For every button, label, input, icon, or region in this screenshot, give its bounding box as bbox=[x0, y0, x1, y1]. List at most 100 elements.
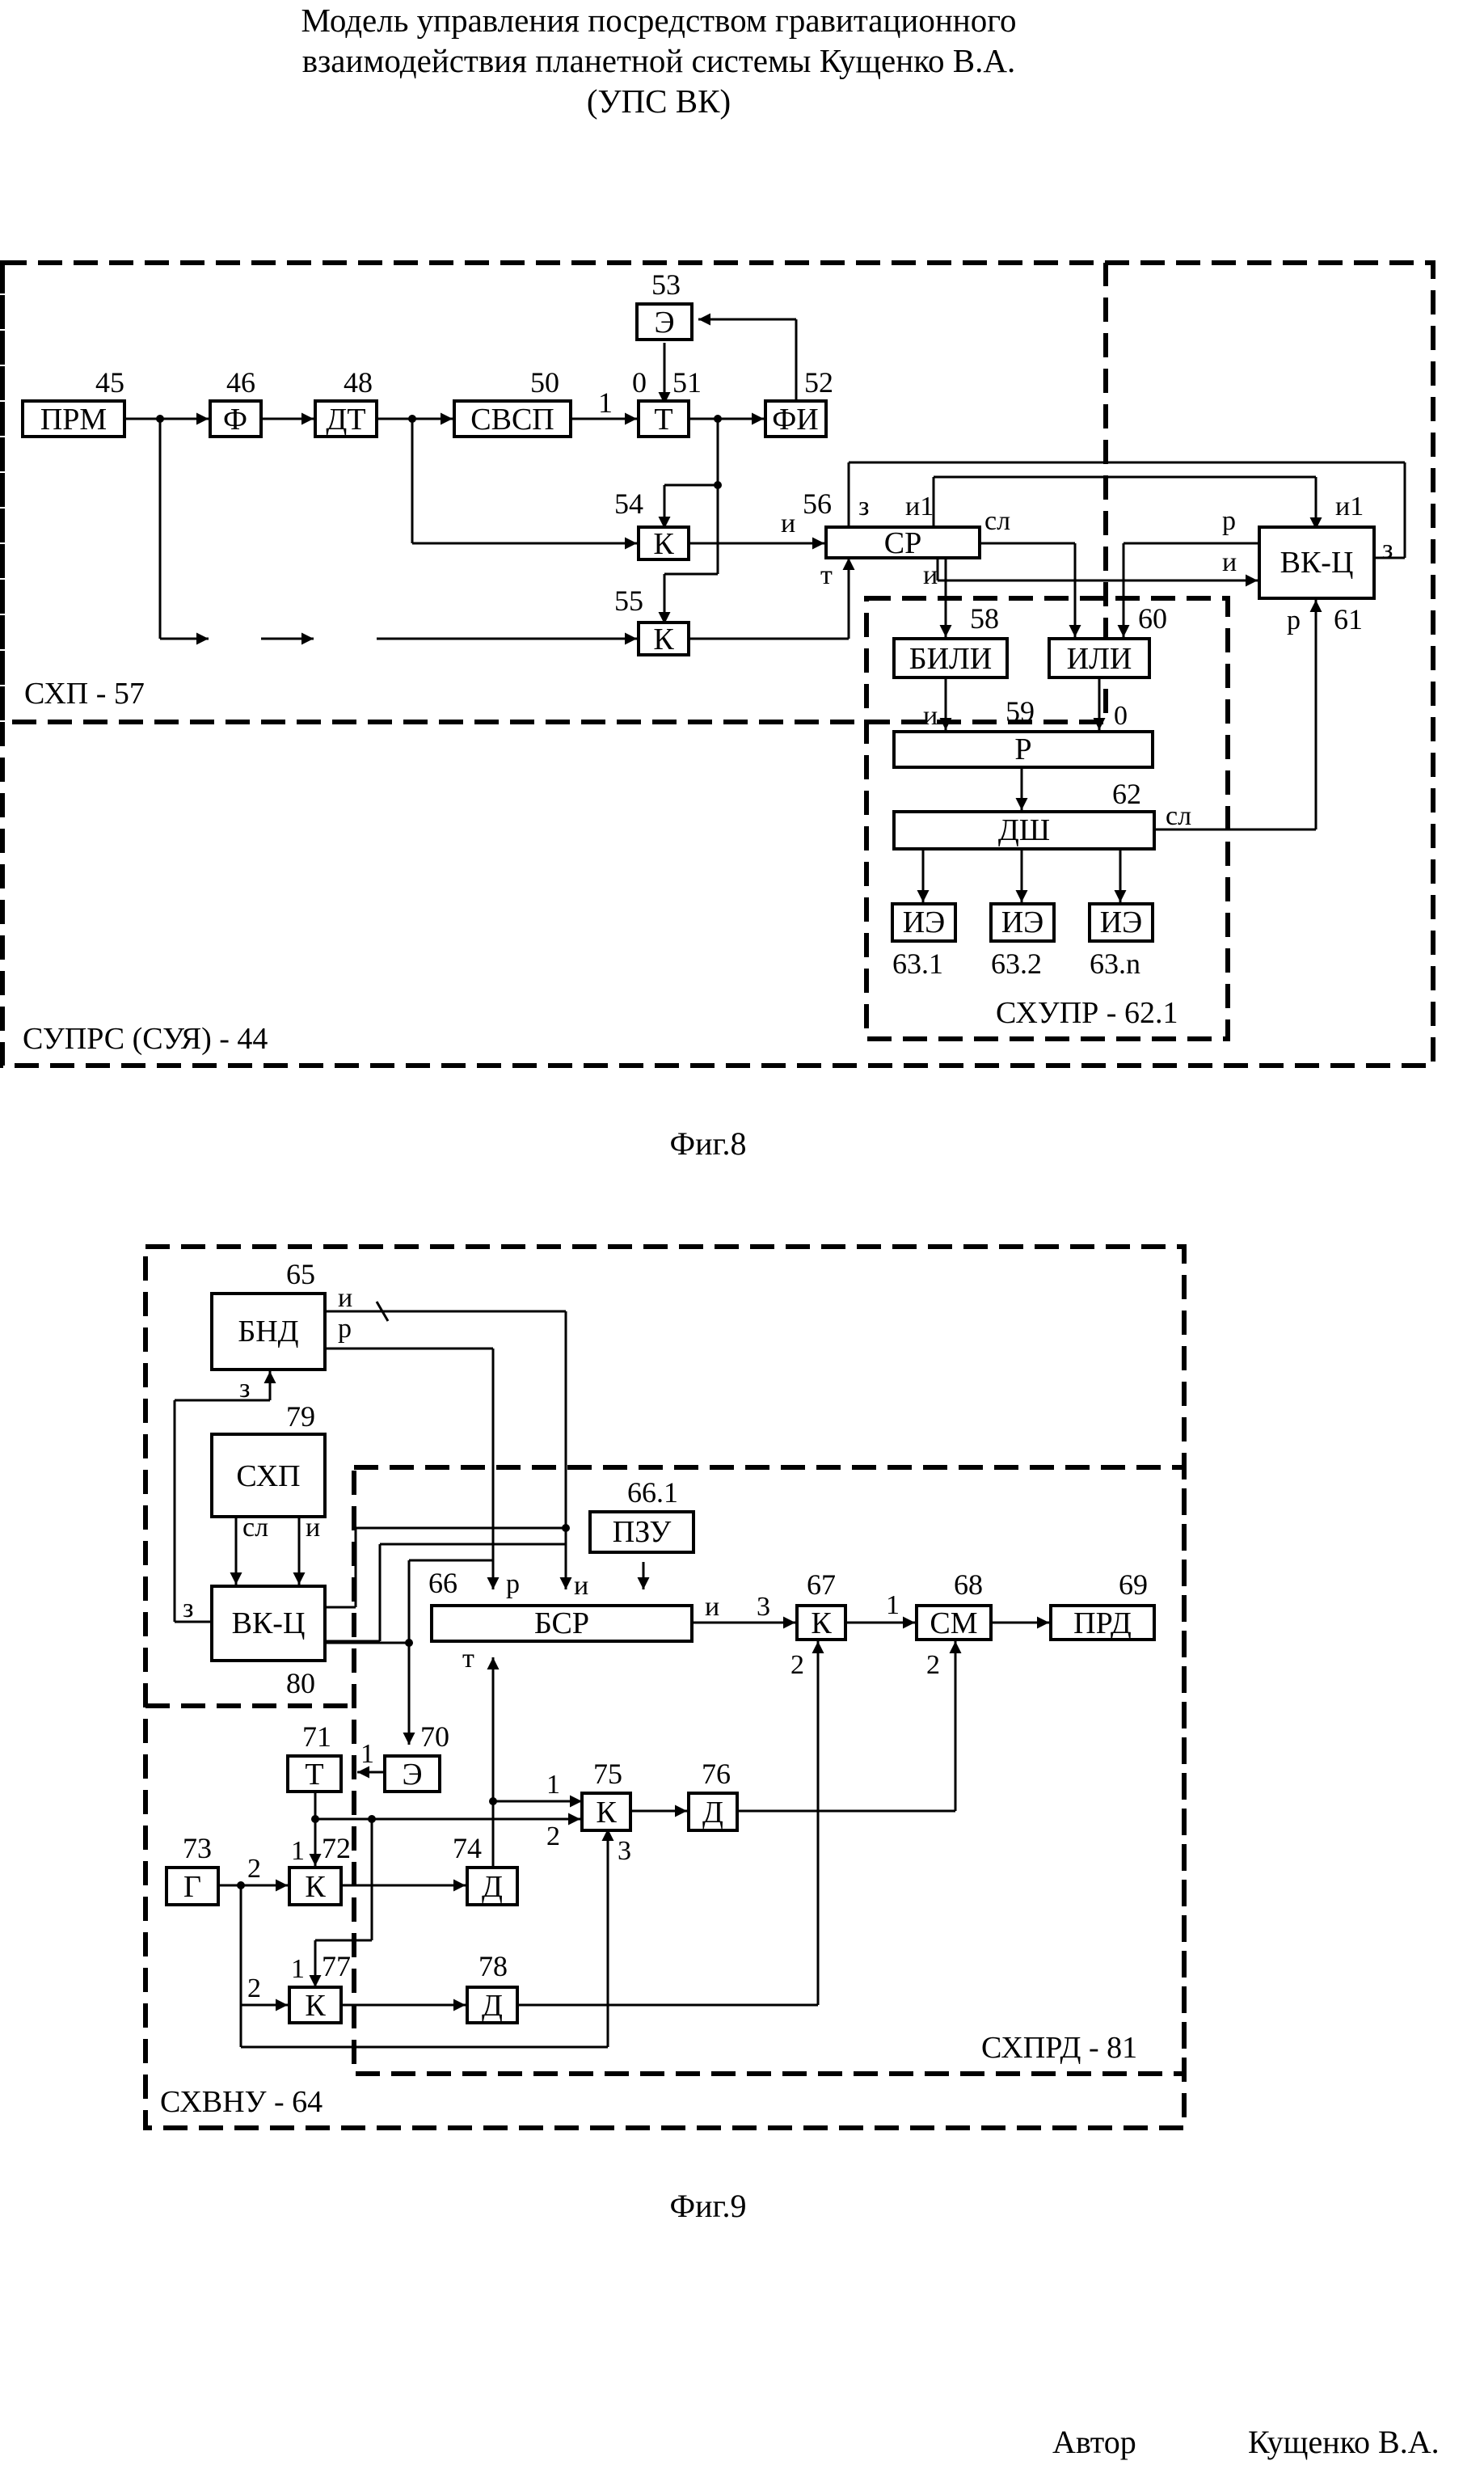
title-line-1: Модель управления посредством гравитацио… bbox=[301, 2, 1017, 39]
block-d-74: Д74 bbox=[453, 1832, 519, 1906]
svg-text:79: 79 bbox=[286, 1400, 315, 1433]
svg-text:ВК-Ц: ВК-Ц bbox=[232, 1606, 306, 1640]
svg-text:50: 50 bbox=[530, 366, 559, 399]
svg-text:1: 1 bbox=[360, 1739, 374, 1769]
svg-text:р: р bbox=[1222, 506, 1236, 536]
svg-text:63.2: 63.2 bbox=[991, 948, 1042, 980]
svg-text:67: 67 bbox=[807, 1568, 836, 1601]
block-ie-63-n: ИЭ 63.n bbox=[1088, 902, 1154, 980]
svg-text:2: 2 bbox=[247, 1854, 261, 1884]
svg-text:56: 56 bbox=[803, 488, 832, 520]
svg-text:К: К bbox=[305, 1870, 326, 1904]
svg-text:2: 2 bbox=[546, 1821, 560, 1851]
block-r-59: Р 59 и 0 bbox=[892, 695, 1154, 769]
frame-supps-44 bbox=[0, 260, 1436, 1068]
svg-text:К: К bbox=[596, 1796, 617, 1830]
svg-text:70: 70 bbox=[420, 1720, 449, 1753]
svg-text:0: 0 bbox=[1114, 701, 1128, 731]
block-k-54: К54 bbox=[614, 488, 690, 561]
svg-text:3: 3 bbox=[757, 1592, 770, 1622]
svg-text:ПЗУ: ПЗУ bbox=[613, 1515, 672, 1549]
block-d-76: Д 76 bbox=[687, 1758, 739, 1832]
svg-text:66: 66 bbox=[428, 1567, 457, 1599]
svg-text:75: 75 bbox=[593, 1758, 622, 1790]
block-ie-63-2: ИЭ 63.2 bbox=[989, 902, 1056, 980]
caption-fig9: Фиг.9 bbox=[670, 2188, 747, 2224]
svg-text:2: 2 bbox=[926, 1650, 940, 1680]
svg-text:2: 2 bbox=[790, 1650, 804, 1680]
svg-text:ВК-Ц: ВК-Ц bbox=[1280, 546, 1354, 580]
label-shvnu-64: СХВНУ - 64 bbox=[160, 2085, 323, 2119]
svg-text:з: з bbox=[1382, 534, 1393, 564]
svg-text:БНД: БНД bbox=[238, 1315, 298, 1349]
svg-text:68: 68 bbox=[954, 1568, 983, 1601]
svg-text:К: К bbox=[653, 623, 674, 656]
svg-text:ИЭ: ИЭ bbox=[1100, 905, 1143, 939]
svg-text:и: и bbox=[923, 701, 938, 731]
svg-text:77: 77 bbox=[322, 1950, 351, 1982]
svg-text:63.1: 63.1 bbox=[892, 948, 943, 980]
svg-text:Т: Т bbox=[654, 403, 672, 437]
frame-shp-57 bbox=[0, 260, 1108, 724]
svg-text:63.n: 63.n bbox=[1090, 948, 1140, 980]
svg-text:73: 73 bbox=[183, 1832, 212, 1864]
svg-text:СВСП: СВСП bbox=[470, 403, 554, 437]
svg-text:ИЭ: ИЭ bbox=[1001, 905, 1044, 939]
svg-text:60: 60 bbox=[1138, 602, 1167, 635]
svg-text:К: К bbox=[653, 527, 674, 561]
caption-fig8: Фиг.8 bbox=[670, 1125, 747, 1162]
block-g-73: Г 73 2 bbox=[165, 1832, 261, 1906]
svg-text:и: и bbox=[574, 1571, 588, 1601]
svg-text:ФИ: ФИ bbox=[772, 403, 818, 437]
svg-text:и: и bbox=[306, 1513, 320, 1543]
svg-text:т: т bbox=[462, 1644, 474, 1674]
label-supps-44: СУПРС (СУЯ) - 44 bbox=[23, 1022, 268, 1056]
title-line-2: взаимодействия планетной системы Кущенко… bbox=[301, 42, 1016, 79]
svg-text:48: 48 bbox=[344, 366, 373, 399]
label-shupr-62-1: СХУПР - 62.1 bbox=[996, 996, 1178, 1030]
svg-text:Д: Д bbox=[702, 1796, 723, 1830]
svg-text:65: 65 bbox=[286, 1258, 315, 1290]
frame-shprd-81 bbox=[352, 1465, 1187, 2076]
block-dt-48: ДТ 48 bbox=[314, 366, 378, 438]
svg-text:Д: Д bbox=[482, 1870, 503, 1904]
svg-text:и: и bbox=[781, 509, 795, 538]
svg-text:ДТ: ДТ bbox=[326, 403, 365, 437]
svg-text:58: 58 bbox=[970, 602, 999, 635]
svg-text:сл: сл bbox=[242, 1513, 268, 1543]
frame-shupr-62-1 bbox=[864, 596, 1230, 1041]
svg-text:р: р bbox=[506, 1569, 520, 1599]
svg-text:ПРД: ПРД bbox=[1073, 1606, 1132, 1640]
svg-text:Г: Г bbox=[183, 1870, 201, 1904]
svg-text:р: р bbox=[338, 1314, 352, 1344]
svg-text:Т: Т bbox=[305, 1758, 323, 1792]
svg-text:0: 0 bbox=[632, 366, 647, 399]
svg-text:61: 61 bbox=[1334, 603, 1363, 635]
svg-text:и: и bbox=[923, 560, 938, 590]
svg-text:СР: СР bbox=[884, 526, 921, 560]
block-f-46: Ф46 bbox=[209, 366, 263, 438]
svg-text:76: 76 bbox=[702, 1758, 731, 1790]
svg-text:59: 59 bbox=[1005, 695, 1035, 728]
svg-text:Р: Р bbox=[1014, 732, 1031, 766]
svg-text:2: 2 bbox=[247, 1973, 261, 2003]
svg-text:БСР: БСР bbox=[534, 1606, 589, 1640]
svg-text:т: т bbox=[820, 560, 833, 590]
svg-text:1: 1 bbox=[598, 386, 613, 419]
svg-text:и: и bbox=[1222, 547, 1237, 577]
svg-text:46: 46 bbox=[226, 366, 255, 399]
fig9-junctions bbox=[237, 1524, 570, 1889]
svg-text:сл: сл bbox=[1166, 801, 1191, 831]
